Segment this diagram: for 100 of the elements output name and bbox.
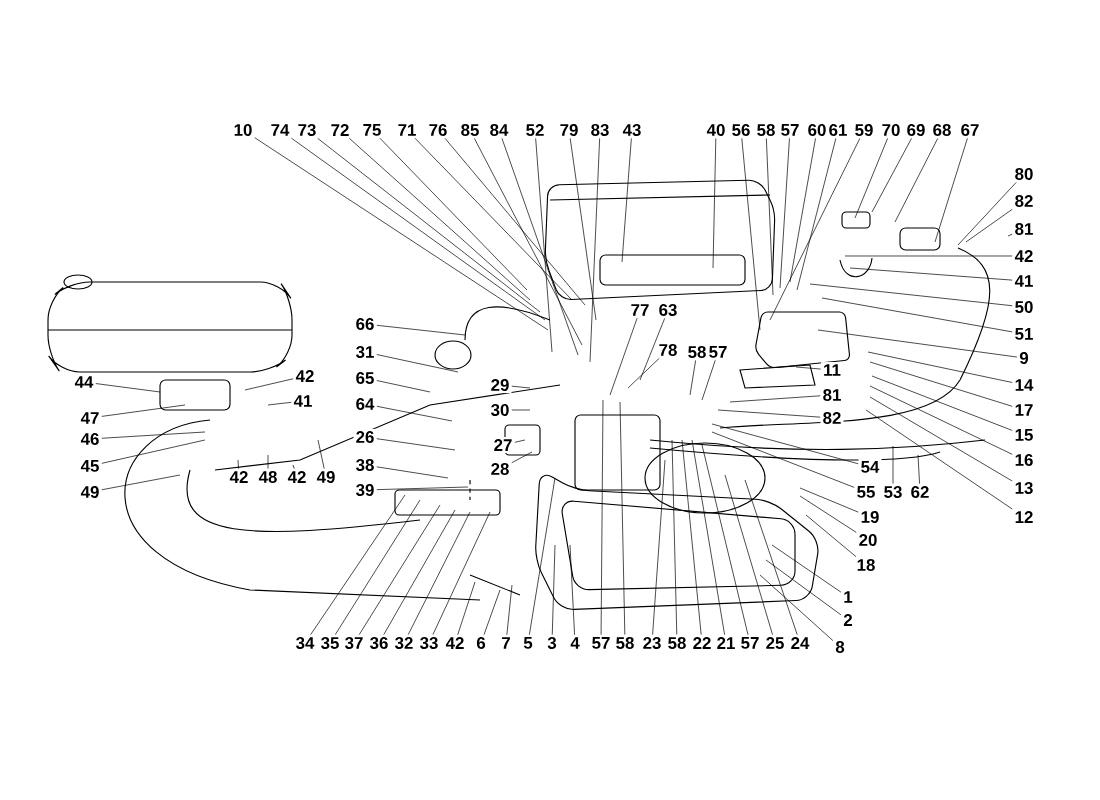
callout-number: 13 — [1012, 479, 1036, 497]
leader-line — [766, 138, 774, 296]
callout-number: 74 — [268, 122, 292, 138]
callout-number: 57 — [778, 122, 802, 138]
callout-number: 53 — [881, 483, 905, 501]
leader-line — [771, 544, 842, 593]
leader-line — [779, 137, 790, 289]
callout-number: 42 — [285, 469, 309, 485]
leader-line — [765, 559, 842, 616]
callout-number: 27 — [491, 437, 515, 453]
leader-line — [569, 138, 597, 321]
leader-line — [917, 454, 920, 484]
callout-number: 56 — [729, 121, 753, 139]
callout-number: 81 — [1012, 220, 1036, 238]
leader-line — [101, 439, 206, 464]
callout-number: 35 — [318, 634, 342, 652]
callout-number: 2 — [841, 612, 855, 628]
callout-number: 59 — [852, 121, 876, 139]
callout-number: 61 — [826, 121, 850, 139]
callout-number: 58 — [754, 121, 778, 139]
leader-line — [717, 409, 821, 418]
leader-line — [671, 439, 678, 635]
leader-line — [514, 439, 526, 443]
leader-line — [292, 464, 295, 470]
leader-line — [817, 329, 1018, 358]
callout-number: 75 — [360, 122, 384, 138]
leader-line — [600, 399, 604, 636]
leader-line — [334, 499, 421, 635]
leader-line — [569, 544, 575, 636]
leader-line — [869, 361, 1013, 407]
callout-number: 25 — [763, 634, 787, 652]
leader-line — [483, 589, 501, 635]
leader-line — [759, 574, 834, 641]
callout-number: 22 — [690, 635, 714, 651]
callout-number: 79 — [557, 121, 581, 139]
callout-number: 1 — [841, 589, 855, 605]
leader-line — [681, 439, 702, 636]
callout-number: 80 — [1012, 165, 1036, 183]
leader-line — [639, 318, 665, 381]
callout-number: 37 — [342, 634, 366, 652]
leader-line — [865, 409, 1013, 510]
leader-line — [799, 495, 857, 533]
leader-line — [95, 383, 161, 393]
leader-line — [1007, 233, 1013, 237]
leader-line — [892, 445, 894, 484]
callout-number: 33 — [417, 634, 441, 652]
leader-line — [621, 138, 632, 263]
leader-line — [691, 439, 725, 636]
callout-number: 16 — [1012, 451, 1036, 469]
callout-number: 11 — [821, 362, 844, 378]
callout-number: 30 — [488, 401, 512, 419]
leader-line — [589, 138, 600, 363]
leader-line — [769, 138, 861, 321]
callout-number: 66 — [353, 315, 377, 333]
callout-number: 63 — [656, 301, 680, 319]
leader-line — [376, 438, 456, 451]
callout-number: 17 — [1012, 402, 1036, 418]
callout-number: 9 — [1017, 349, 1031, 367]
callout-number: 52 — [523, 121, 547, 139]
callout-number: 28 — [488, 460, 512, 478]
callout-number: 70 — [879, 121, 903, 139]
leader-line — [267, 454, 269, 469]
callout-number: 57 — [706, 344, 730, 360]
leader-line — [844, 255, 1013, 257]
leader-line — [809, 283, 1013, 307]
leader-line — [376, 354, 459, 373]
callout-number: 23 — [640, 634, 664, 652]
callout-number: 36 — [367, 634, 391, 652]
callout-number: 14 — [1012, 377, 1036, 393]
leader-line — [724, 474, 773, 635]
leader-line — [474, 138, 583, 346]
leader-line — [376, 405, 453, 422]
callout-number: 51 — [1012, 326, 1036, 342]
leader-line — [871, 138, 912, 213]
callout-number: 8 — [833, 638, 847, 656]
callout-number: 38 — [353, 456, 377, 474]
leader-line — [376, 380, 431, 393]
callout-number: 42 — [293, 368, 317, 384]
callout-number: 45 — [78, 458, 102, 474]
callout-number: 69 — [904, 121, 928, 139]
leader-line — [701, 359, 716, 401]
leader-line — [254, 137, 549, 331]
callout-number: 77 — [628, 302, 652, 318]
callout-number: 49 — [314, 468, 338, 486]
callout-number: 3 — [545, 634, 559, 652]
callout-number: 29 — [488, 376, 512, 394]
leader-line — [854, 138, 888, 219]
callout-number: 84 — [487, 121, 511, 139]
callout-number: 67 — [958, 121, 982, 139]
callout-number: 42 — [1012, 248, 1036, 264]
callout-number: 5 — [521, 635, 535, 651]
leader-line — [869, 385, 1013, 455]
callout-number: 18 — [854, 556, 878, 574]
leader-line — [501, 138, 579, 356]
callout-number: 55 — [854, 484, 878, 500]
leader-line — [744, 479, 798, 636]
leader-line — [965, 208, 1013, 243]
leader-line — [689, 360, 696, 396]
leader-line — [627, 358, 660, 389]
leader-line — [652, 459, 666, 635]
